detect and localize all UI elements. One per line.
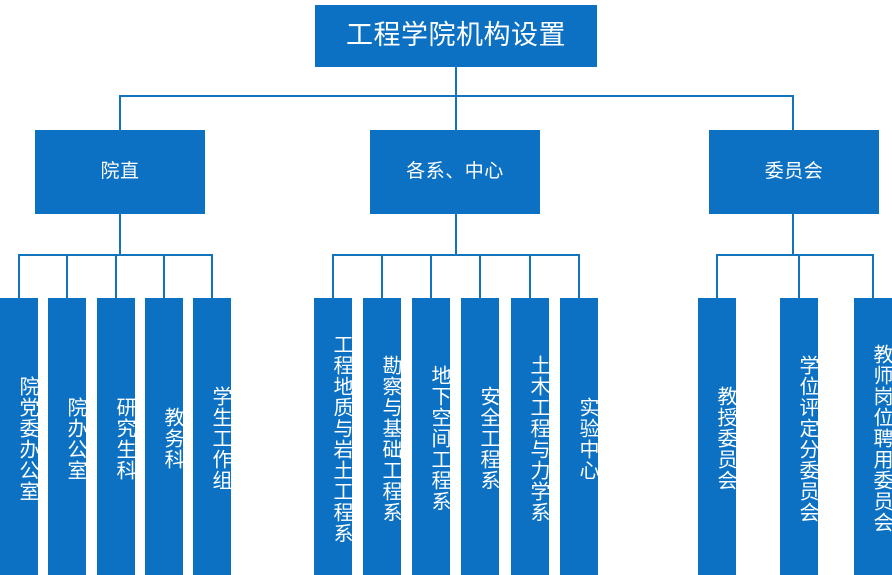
connector-group2-stem	[455, 214, 457, 254]
connector-level2-drop-3	[792, 95, 794, 130]
connector-root-stem	[455, 67, 457, 95]
connector-group1-drop-2	[66, 254, 68, 298]
root-node-title[interactable]: 工程学院机构设置	[315, 5, 597, 67]
connector-group1-drop-1	[18, 254, 20, 298]
connector-group1-drop-3	[115, 254, 117, 298]
connector-group2-drop-4	[479, 254, 481, 298]
leaf-node-dixiakongjian-gongcheng[interactable]: 地下空间工程系	[412, 298, 452, 575]
connector-group2-drop-5	[529, 254, 531, 298]
leaf-node-jiaoshi-gangwei-pinyong-weiyuanhui[interactable]: 教师岗位聘用委员会	[854, 298, 892, 575]
connector-group2-drop-1	[332, 254, 334, 298]
branch-node-weiyuanhui[interactable]: 委员会	[709, 130, 879, 214]
leaf-node-shiyanzhongxin[interactable]: 实验中心	[560, 298, 600, 575]
connector-group1-stem	[119, 214, 121, 254]
leaf-node-tumugongcheng-lixue[interactable]: 土木工程与力学系	[511, 298, 551, 575]
connector-level2-drop-2	[455, 95, 457, 130]
leaf-node-jiaowuke[interactable]: 教务科	[145, 298, 185, 575]
leaf-node-xuewei-pingding-fenweiyuanhui[interactable]: 学位评定分委员会	[780, 298, 820, 575]
branch-node-yuanzhi[interactable]: 院直	[35, 130, 205, 214]
connector-group2-drop-3	[430, 254, 432, 298]
connector-group3-stem	[792, 214, 794, 254]
leaf-node-gongchengdizhi-yantu[interactable]: 工程地质与岩土工程系	[314, 298, 354, 575]
connector-group2-drop-2	[381, 254, 383, 298]
leaf-node-yanjiushengke[interactable]: 研究生科	[97, 298, 137, 575]
connector-group1-drop-5	[211, 254, 213, 298]
connector-group2-bus	[332, 254, 580, 256]
leaf-node-xueshenggongzuozu[interactable]: 学生工作组	[193, 298, 233, 575]
leaf-node-yuan-bangongshi[interactable]: 院办公室	[48, 298, 88, 575]
connector-group3-bus	[716, 254, 874, 256]
leaf-node-kancha-jichugongcheng[interactable]: 勘察与基础工程系	[363, 298, 403, 575]
connector-level2-drop-1	[119, 95, 121, 130]
connector-group3-drop-3	[872, 254, 874, 298]
connector-group1-drop-4	[163, 254, 165, 298]
connector-group3-drop-1	[716, 254, 718, 298]
connector-group2-drop-6	[578, 254, 580, 298]
connector-group3-drop-2	[798, 254, 800, 298]
branch-node-gexi-zhongxin[interactable]: 各系、中心	[370, 130, 540, 214]
leaf-node-anquangongcheng[interactable]: 安全工程系	[461, 298, 501, 575]
connector-group1-bus	[18, 254, 211, 256]
leaf-node-yuandangwei-bangongshi[interactable]: 院党委办公室	[0, 298, 40, 575]
leaf-node-jiaoshou-weiyuanhui[interactable]: 教授委员会	[698, 298, 738, 575]
